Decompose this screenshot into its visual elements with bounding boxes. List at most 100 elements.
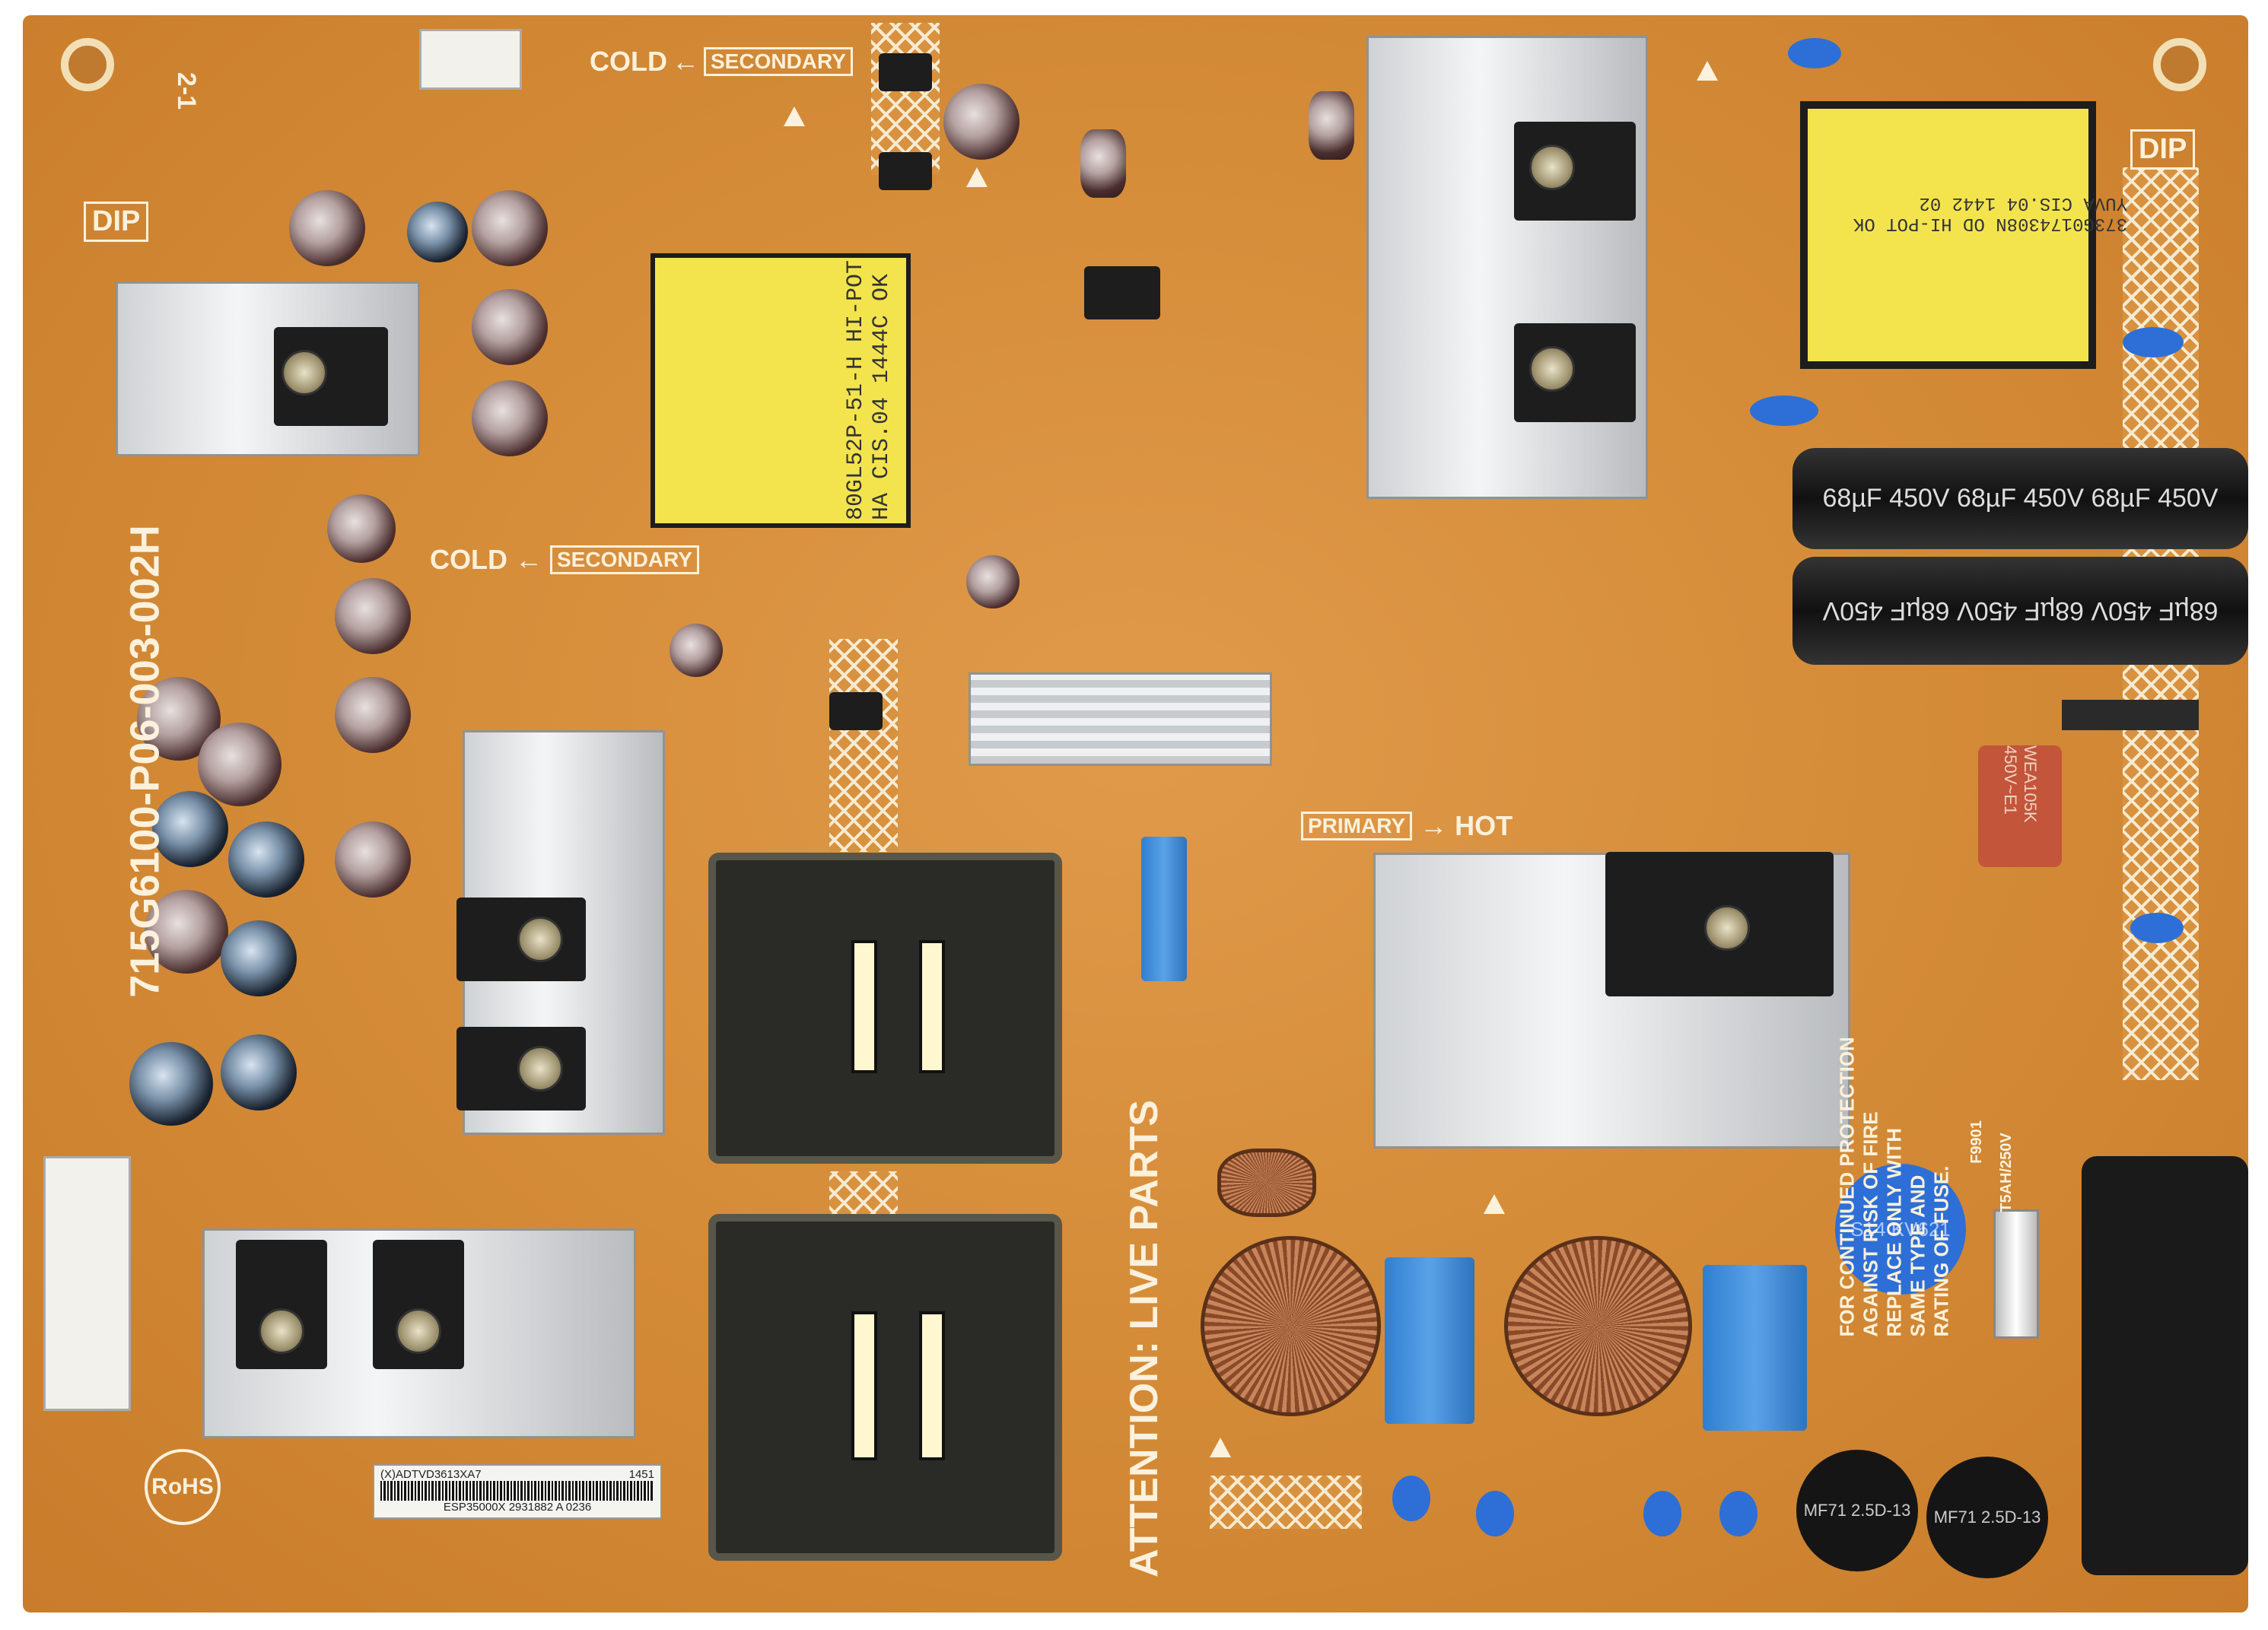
ntc-thermistor: MF71 2.5D-13: [1796, 1450, 1918, 1571]
electrolytic-capacitor: [129, 1042, 213, 1126]
secondary-label: SECONDARY: [704, 47, 853, 76]
rectifier-d9103: [456, 1027, 586, 1110]
electrolytic-capacitor: [289, 190, 365, 266]
electrolytic-capacitor: [221, 920, 297, 996]
fuse-warning-line: SAME TYPE AND: [1906, 1174, 1929, 1337]
ntc-thermistor: MF71 2.5D-13: [1926, 1457, 2048, 1578]
electrolytic-capacitor: [327, 494, 396, 563]
fuse-ref: F9901: [1967, 1120, 1985, 1164]
fuse-rating: T5AH/250V: [1997, 1133, 2015, 1212]
electrolytic-capacitor: [670, 624, 723, 677]
ac-power-connector: [2082, 1156, 2248, 1575]
electrolytic-capacitor: [335, 578, 411, 654]
mosfet: [1514, 323, 1636, 422]
optocoupler: [879, 53, 932, 91]
dip-marking-right: DIP: [2130, 129, 2196, 170]
varistor: S14 KV621: [1835, 1164, 1966, 1295]
transformer-marking-line: 373G0174308N OD HI-POT OK: [1853, 213, 2128, 234]
barcode: [380, 1481, 654, 1501]
cold-secondary-marking-mid: COLD ← SECONDARY: [430, 544, 699, 576]
connector-cn9101: [419, 29, 522, 90]
y-capacitor: [1141, 837, 1187, 981]
fuse: [1993, 1209, 2039, 1339]
bulk-capacitor: 68µF 450V 68µF 450V 68µF 450V: [1792, 448, 2248, 549]
warning-triangle-icon: [1697, 61, 1718, 81]
electrolytic-capacitor: [1309, 91, 1354, 160]
optocoupler: [879, 152, 932, 190]
transformer-t9101: [708, 853, 1062, 1164]
primary-hot-marking: PRIMARY → HOT: [1301, 810, 1513, 842]
ceramic-capacitor: [1643, 1491, 1681, 1536]
mosfet-q9801: [1514, 122, 1636, 221]
arrow-left-icon: ←: [672, 46, 699, 77]
electrolytic-capacitor: [1080, 129, 1126, 198]
label-code: (X)ADTVD3613XA7: [380, 1468, 482, 1481]
ceramic-capacitor: [2123, 327, 2184, 357]
cold-secondary-marking-top: COLD ← SECONDARY: [590, 46, 853, 78]
electrolytic-capacitor: [198, 723, 282, 806]
fuse-warning-line: AGAINST RISK OF FIRE: [1859, 1111, 1882, 1337]
electrolytic-capacitor: [472, 289, 548, 365]
board-version: 2-1: [172, 71, 202, 110]
x-capacitor: [1385, 1257, 1474, 1424]
bulk-capacitor: 68µF 450V 68µF 450V 68µF 450V: [1792, 557, 2248, 665]
fuse-warning-line: FOR CONTINUED PROTECTION: [1835, 1037, 1859, 1337]
live-parts-warning: ATTENTION: LIVE PARTS: [1121, 1100, 1166, 1578]
fuse-warning-line: REPLACE ONLY WITH: [1882, 1128, 1906, 1337]
isolation-slot: [1210, 1476, 1362, 1529]
electrolytic-capacitor: [472, 190, 548, 266]
primary-label: PRIMARY: [1301, 812, 1413, 840]
common-mode-choke-l9901: [1504, 1236, 1692, 1416]
heatsink-primary-top: [1366, 36, 1648, 499]
arrow-left-icon: ←: [515, 544, 542, 575]
secondary-label: SECONDARY: [550, 545, 699, 574]
isolation-slot: [829, 639, 898, 852]
rectifier: [373, 1240, 464, 1369]
cold-label: COLD: [590, 46, 667, 77]
transformer-t9102: [708, 1214, 1062, 1561]
electrolytic-capacitor: [966, 555, 1019, 608]
electrolytic-capacitor: [335, 677, 411, 753]
ic9301: [1084, 266, 1160, 319]
electrolytic-capacitor: [145, 890, 228, 974]
connector-cn9102: [43, 1156, 131, 1411]
fuse-warning: FOR CONTINUED PROTECTION AGAINST RISK OF…: [1835, 1037, 1954, 1337]
transformer-marking-line: 80GL52P-51-H HI-POT: [843, 259, 870, 521]
optocoupler: [829, 692, 883, 730]
label-serial: ESP35000X 2931882 A 0236: [443, 1501, 592, 1514]
regulator: [274, 327, 388, 426]
arrow-right-icon: →: [1420, 810, 1448, 841]
fuse-warning-line: RATING OF FUSE.: [1929, 1165, 1953, 1337]
resistor-bd9801: [2062, 700, 2199, 730]
part-number: 715G6100-P06-003-002H: [122, 525, 168, 998]
isolation-slot: [871, 23, 940, 175]
dip-marking-left: DIP: [84, 202, 149, 242]
rectifier-d9104: [456, 898, 586, 981]
common-mode-choke-l9902: [1201, 1236, 1381, 1416]
warning-triangle-icon: [1210, 1438, 1231, 1457]
ceramic-capacitor: [1719, 1491, 1757, 1536]
transformer-marking-line: HA CIS.04 1444C OK: [869, 273, 895, 521]
pcb-board: 80GL52P-51-H HI-POT HA CIS.04 1444C OK 3…: [23, 15, 2248, 1613]
ceramic-capacitor: [1476, 1491, 1514, 1536]
hot-label: HOT: [1455, 810, 1513, 841]
mounting-hole: [61, 38, 114, 91]
electrolytic-capacitor: [152, 791, 228, 867]
label-date: 1451: [628, 1468, 654, 1481]
transformer-primary: 373G0174308N OD HI-POT OK YUVA CIS.04 14…: [1800, 101, 2127, 369]
warning-triangle-icon: [1484, 1194, 1505, 1214]
electrolytic-capacitor: [228, 821, 304, 898]
ceramic-capacitor: [1392, 1476, 1430, 1521]
inductor-l9903: [1217, 1149, 1316, 1217]
warning-triangle-icon: [784, 106, 805, 126]
ceramic-capacitor: [1750, 396, 1818, 426]
transformer-marking-line: YUVA CIS.04 1442 02: [1919, 192, 2128, 213]
mounting-hole: [2153, 38, 2206, 91]
transformer-secondary: 80GL52P-51-H HI-POT HA CIS.04 1444C OK: [650, 253, 911, 528]
electrolytic-capacitor: [472, 380, 548, 456]
x-capacitor: [1703, 1265, 1807, 1431]
rohs-logo: RoHS: [145, 1449, 221, 1525]
electrolytic-capacitor: [943, 84, 1019, 160]
warning-triangle-icon: [966, 167, 988, 187]
electrolytic-capacitor: [407, 202, 468, 262]
